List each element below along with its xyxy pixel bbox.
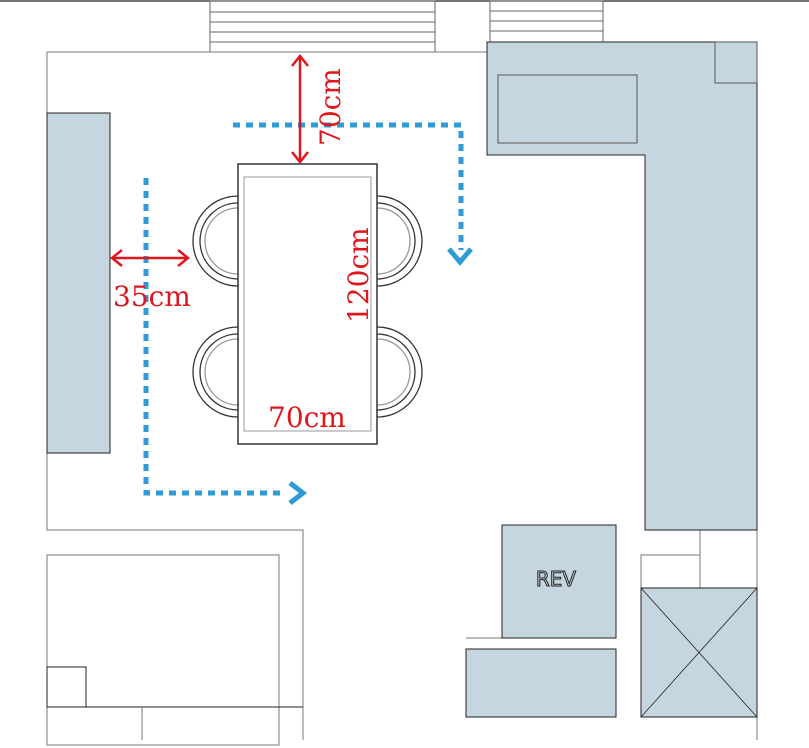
chair — [376, 326, 423, 418]
kitchen-counter — [486, 41, 758, 531]
sink — [497, 74, 638, 144]
side-clearance-label: 35cm — [113, 280, 191, 313]
dining-chairs — [192, 195, 423, 418]
corner-cabinet — [714, 41, 758, 84]
chair — [192, 326, 239, 418]
chair — [376, 195, 423, 287]
utility-box — [640, 587, 758, 718]
low-cabinet — [465, 648, 617, 718]
refrigerator-label: REV — [536, 567, 577, 591]
path-top — [233, 122, 464, 250]
table-length-label: 120cm — [342, 227, 375, 323]
path-left — [143, 178, 286, 496]
stairs-right — [489, 0, 604, 43]
dimension-arrows — [109, 53, 309, 267]
top-clearance-label: 70cm — [314, 68, 347, 146]
dining-table — [237, 163, 378, 445]
table-width-label: 70cm — [268, 401, 346, 434]
walking-path — [143, 122, 464, 496]
left-cabinet — [46, 112, 111, 454]
path-arrow-down-icon — [447, 247, 473, 266]
chair — [192, 195, 239, 287]
stairs-left — [209, 0, 436, 53]
refrigerator: REV — [501, 524, 617, 639]
path-arrow-right-icon — [288, 481, 308, 505]
